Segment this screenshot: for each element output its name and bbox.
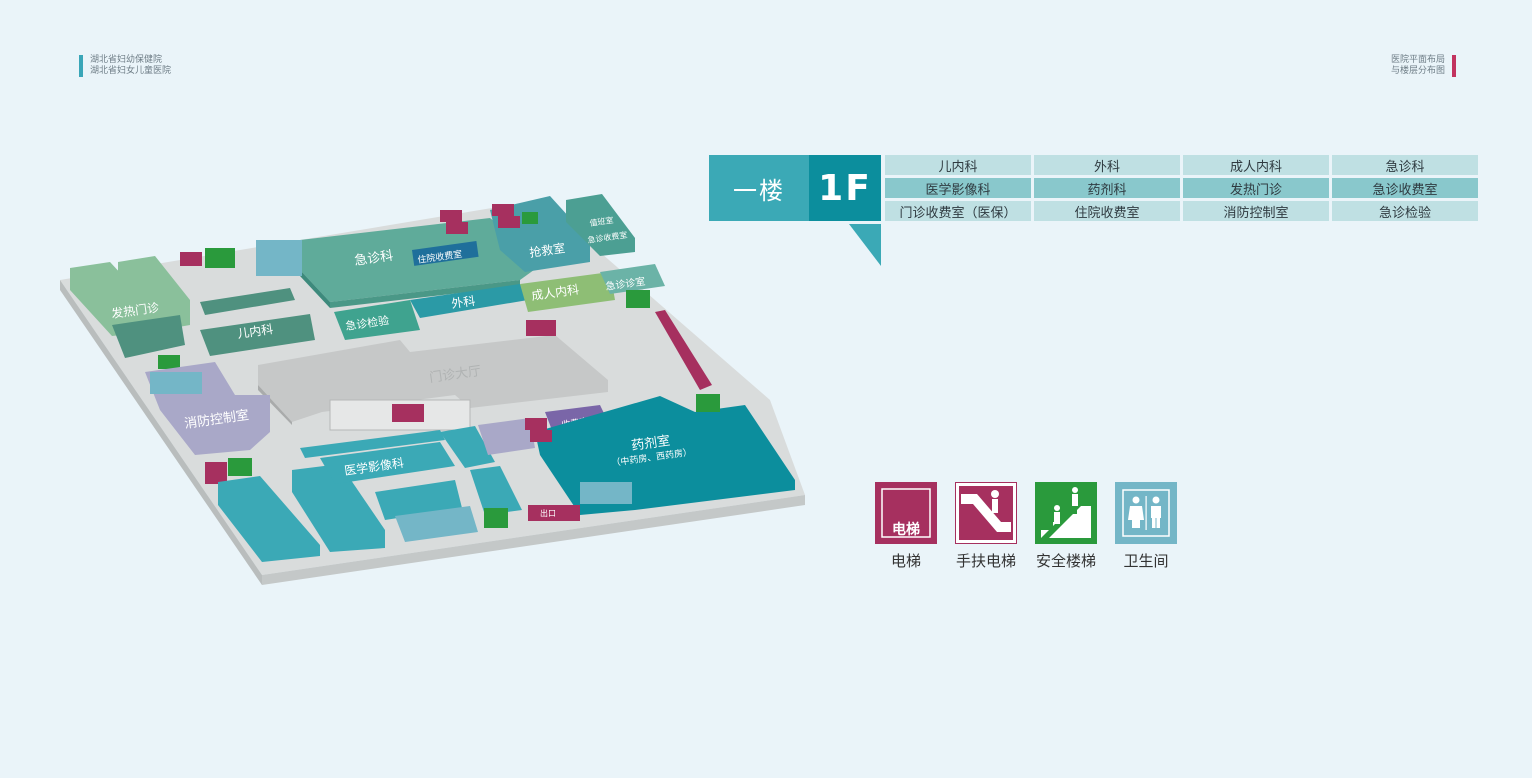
department-directory: 儿内科 外科 成人内科 急诊科 医学影像科 药剂科 发热门诊 急诊收费室 门诊收…	[885, 155, 1478, 222]
room-entrance[interactable]	[528, 505, 580, 521]
map-title-block: 医院平面布局 与楼层分布图	[1391, 55, 1456, 77]
dept-cell[interactable]: 急诊检验	[1332, 201, 1478, 221]
map-stairs[interactable]	[205, 248, 235, 268]
label-emergency-lab: 急诊检验	[344, 313, 390, 333]
map-elevator[interactable]	[530, 430, 552, 442]
label-rescue: 抢救室	[528, 240, 566, 260]
room-imaging-east[interactable]	[292, 464, 385, 552]
legend-item-restroom: 卫生间	[1106, 482, 1186, 571]
room-imaging-wing[interactable]	[218, 476, 320, 562]
label-duty: 值班室	[589, 215, 614, 228]
elevator-icon-text: 电梯	[892, 521, 920, 538]
dept-cell[interactable]: 急诊科	[1332, 155, 1478, 175]
dept-cell[interactable]: 医学影像科	[885, 178, 1031, 198]
legend-label: 安全楼梯	[1035, 552, 1096, 570]
map-restroom[interactable]	[256, 240, 302, 276]
legend-label: 卫生间	[1123, 552, 1169, 570]
room-emergency-lab[interactable]	[334, 300, 420, 340]
room-pediatrics[interactable]	[200, 314, 315, 356]
room-south-link[interactable]	[470, 466, 522, 515]
dept-cell[interactable]: 急诊收费室	[1332, 178, 1478, 198]
map-elevator[interactable]	[526, 320, 556, 336]
room-adult-internal[interactable]	[520, 272, 615, 312]
map-stairs[interactable]	[228, 458, 252, 476]
hospital-name-block: 湖北省妇幼保健院 湖北省妇女儿童医院	[79, 55, 171, 77]
hall-label: 门诊大厅	[428, 364, 482, 386]
dept-cell[interactable]: 发热门诊	[1183, 178, 1329, 198]
room-fever-clinic[interactable]	[70, 262, 150, 336]
map-elevator[interactable]	[492, 204, 514, 216]
dept-cell[interactable]: 药剂科	[1034, 178, 1180, 198]
dept-cell[interactable]: 成人内科	[1183, 155, 1329, 175]
label-surgery: 外科	[450, 294, 476, 311]
floor-slab-side-front	[262, 495, 805, 585]
room-fever-clinic-east[interactable]	[118, 256, 190, 332]
label-pediatrics: 儿内科	[236, 322, 274, 341]
room-fee-side[interactable]	[440, 426, 495, 468]
room-emergency-clinic[interactable]	[600, 264, 665, 294]
label-pharmacy: 药剂室	[630, 433, 671, 454]
legend: 电梯 电梯 手扶电梯 安全楼梯	[866, 482, 1186, 571]
map-stairs[interactable]	[484, 508, 508, 528]
map-stairs[interactable]	[522, 212, 538, 224]
map-elevator[interactable]	[205, 462, 227, 484]
map-stairs[interactable]	[696, 394, 720, 412]
room-corridor-block[interactable]	[200, 288, 295, 315]
floor-map: 门诊大厅 急诊科 住院收费室 抢救室 值班室 急诊收费室 外科 成人内科 急诊诊…	[60, 194, 805, 585]
label-adult-internal: 成人内科	[530, 282, 579, 303]
map-elevator[interactable]	[498, 216, 520, 228]
map-stairs[interactable]	[158, 355, 180, 369]
hospital-name-line2: 湖北省妇女儿童医院	[90, 66, 172, 76]
dept-cell[interactable]: 门诊收费室（医保）	[885, 201, 1031, 221]
map-elevator-strip[interactable]	[655, 310, 712, 390]
map-elevator[interactable]	[525, 418, 547, 430]
legend-item-elevator: 电梯 电梯	[866, 482, 946, 571]
map-title-line2: 与楼层分布图	[1390, 66, 1445, 76]
map-restroom[interactable]	[580, 482, 632, 504]
dept-cell[interactable]: 住院收费室	[1034, 201, 1180, 221]
elevator-icon: 电梯	[875, 482, 937, 544]
map-restroom[interactable]	[395, 506, 478, 542]
dept-cell[interactable]: 儿内科	[885, 155, 1031, 175]
legend-label: 手扶电梯	[955, 552, 1016, 570]
room-imaging[interactable]	[320, 442, 455, 484]
room-surgery[interactable]	[410, 284, 528, 318]
corridor-strip	[300, 430, 445, 458]
floor-name: 一楼	[709, 155, 809, 221]
label-emergency: 急诊科	[353, 249, 394, 269]
room-rescue[interactable]	[490, 196, 590, 272]
label-entrance: 出口	[540, 508, 556, 518]
map-elevator[interactable]	[180, 252, 202, 266]
map-title-line1: 医院平面布局	[1390, 55, 1445, 65]
dept-cell[interactable]: 消防控制室	[1183, 201, 1329, 221]
room-inpatient-fee[interactable]	[412, 240, 479, 266]
escalator-well	[329, 399, 471, 431]
dept-cell[interactable]: 外科	[1034, 155, 1180, 175]
legend-label: 电梯	[890, 552, 921, 570]
legend-item-escalator: 手扶电梯	[946, 482, 1026, 571]
floor-code: 1F	[809, 155, 881, 221]
map-restroom[interactable]	[150, 372, 202, 394]
escalator-icon	[955, 482, 1017, 544]
map-elevator[interactable]	[446, 222, 468, 234]
label-fever-clinic: 发热门诊	[110, 299, 160, 321]
room-west-block[interactable]	[112, 315, 185, 358]
legend-item-stairs: 安全楼梯	[1026, 482, 1106, 571]
floor-banner-pointer	[849, 224, 881, 266]
map-escalator[interactable]	[392, 404, 424, 422]
map-stairs[interactable]	[626, 290, 650, 308]
room-emergency-fee[interactable]	[566, 194, 635, 256]
stairs-icon	[1035, 482, 1097, 544]
floor-banner: 一楼 1F	[709, 155, 881, 221]
floor-slab-side-left	[60, 280, 262, 585]
hospital-name-line1: 湖北省妇幼保健院	[90, 55, 163, 65]
restroom-icon	[1115, 482, 1177, 544]
room-fire-control-annex[interactable]	[478, 418, 535, 455]
map-elevator[interactable]	[440, 210, 462, 222]
